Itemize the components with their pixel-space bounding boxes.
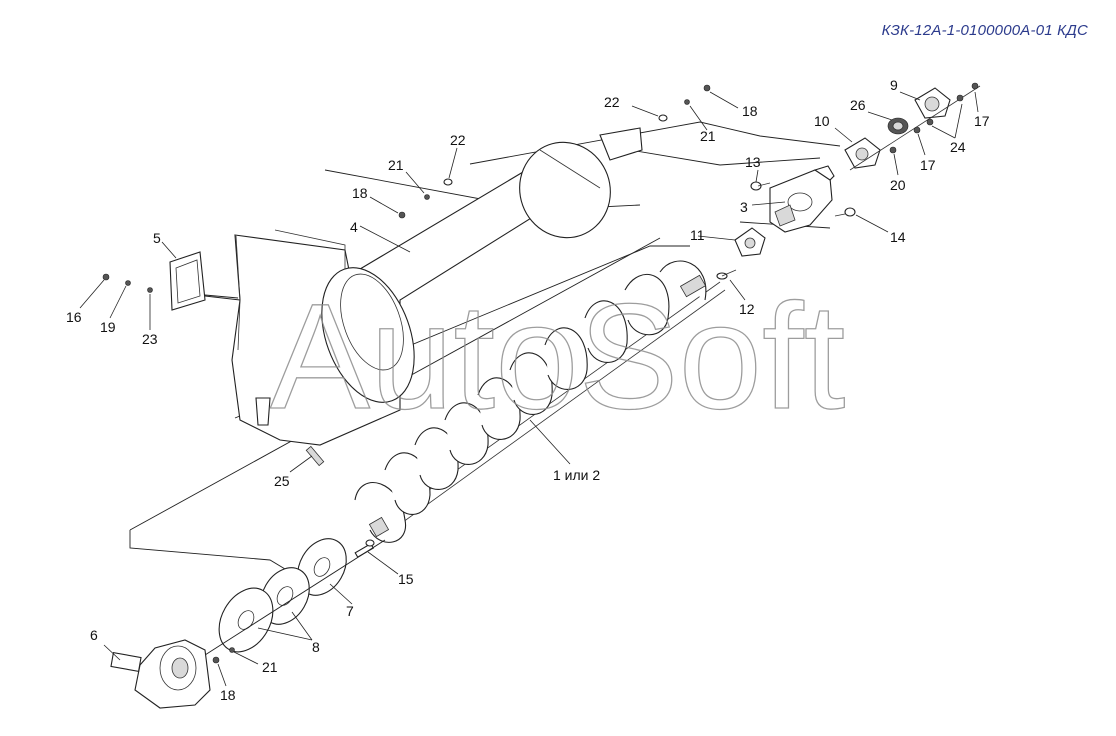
disc-part-8b (218, 587, 274, 653)
callout-9: 9 (890, 77, 898, 93)
axis-line-lower (204, 539, 386, 656)
pin-part-25 (305, 445, 325, 467)
plate-part-5 (169, 251, 239, 311)
callout-13: 13 (745, 154, 761, 170)
callout-22: 22 (450, 132, 466, 148)
bracket-part-3 (769, 165, 835, 233)
fasteners-left (102, 273, 153, 293)
callout-1-or-2: 1 или 2 (553, 467, 600, 483)
drive-part-6 (110, 639, 235, 709)
fasteners-top (398, 84, 711, 219)
callout-10: 10 (814, 113, 830, 129)
fasteners-right (889, 82, 979, 154)
callout-6: 6 (90, 627, 98, 643)
flange-part-10 (844, 137, 881, 169)
callout-3: 3 (740, 199, 748, 215)
flange-part-11 (734, 227, 766, 257)
callout-20: 20 (890, 177, 906, 193)
housing-part-4 (231, 127, 643, 446)
callout-labels: 9 26 10 17 24 17 20 22 18 21 13 3 14 22 … (66, 77, 990, 703)
callout-16: 16 (66, 309, 82, 325)
callout-24: 24 (950, 139, 966, 155)
callout-18: 18 (742, 103, 758, 119)
callout-15: 15 (398, 571, 414, 587)
callout-14: 14 (890, 229, 906, 245)
callout-5: 5 (153, 230, 161, 246)
bolt-part-15 (354, 539, 375, 558)
callout-19: 19 (100, 319, 116, 335)
callout-8: 8 (312, 639, 320, 655)
bolt-part-12 (716, 269, 737, 280)
callout-22: 22 (604, 94, 620, 110)
callout-25: 25 (274, 473, 290, 489)
callout-21: 21 (700, 128, 716, 144)
auger-part-1-or-2 (354, 260, 726, 543)
leader-lines (79, 91, 979, 687)
document-code: КЗК-12А-1-0100000А-01 КДС (881, 22, 1088, 39)
bolt-part-13 (750, 181, 771, 191)
callout-11: 11 (690, 227, 705, 243)
callout-12: 12 (739, 301, 755, 317)
callout-21: 21 (262, 659, 278, 675)
callout-21: 21 (388, 157, 404, 173)
callout-18: 18 (220, 687, 236, 703)
callout-23: 23 (142, 331, 158, 347)
bolt-part-14 (834, 207, 856, 217)
bearing-part-26 (887, 117, 909, 135)
callout-4: 4 (350, 219, 358, 235)
callout-26: 26 (850, 97, 866, 113)
autosoft-watermark: AutoSoft (270, 272, 845, 440)
callout-7: 7 (346, 603, 354, 619)
callout-18: 18 (352, 185, 368, 201)
callout-17: 17 (974, 113, 990, 129)
callout-17: 17 (920, 157, 936, 173)
